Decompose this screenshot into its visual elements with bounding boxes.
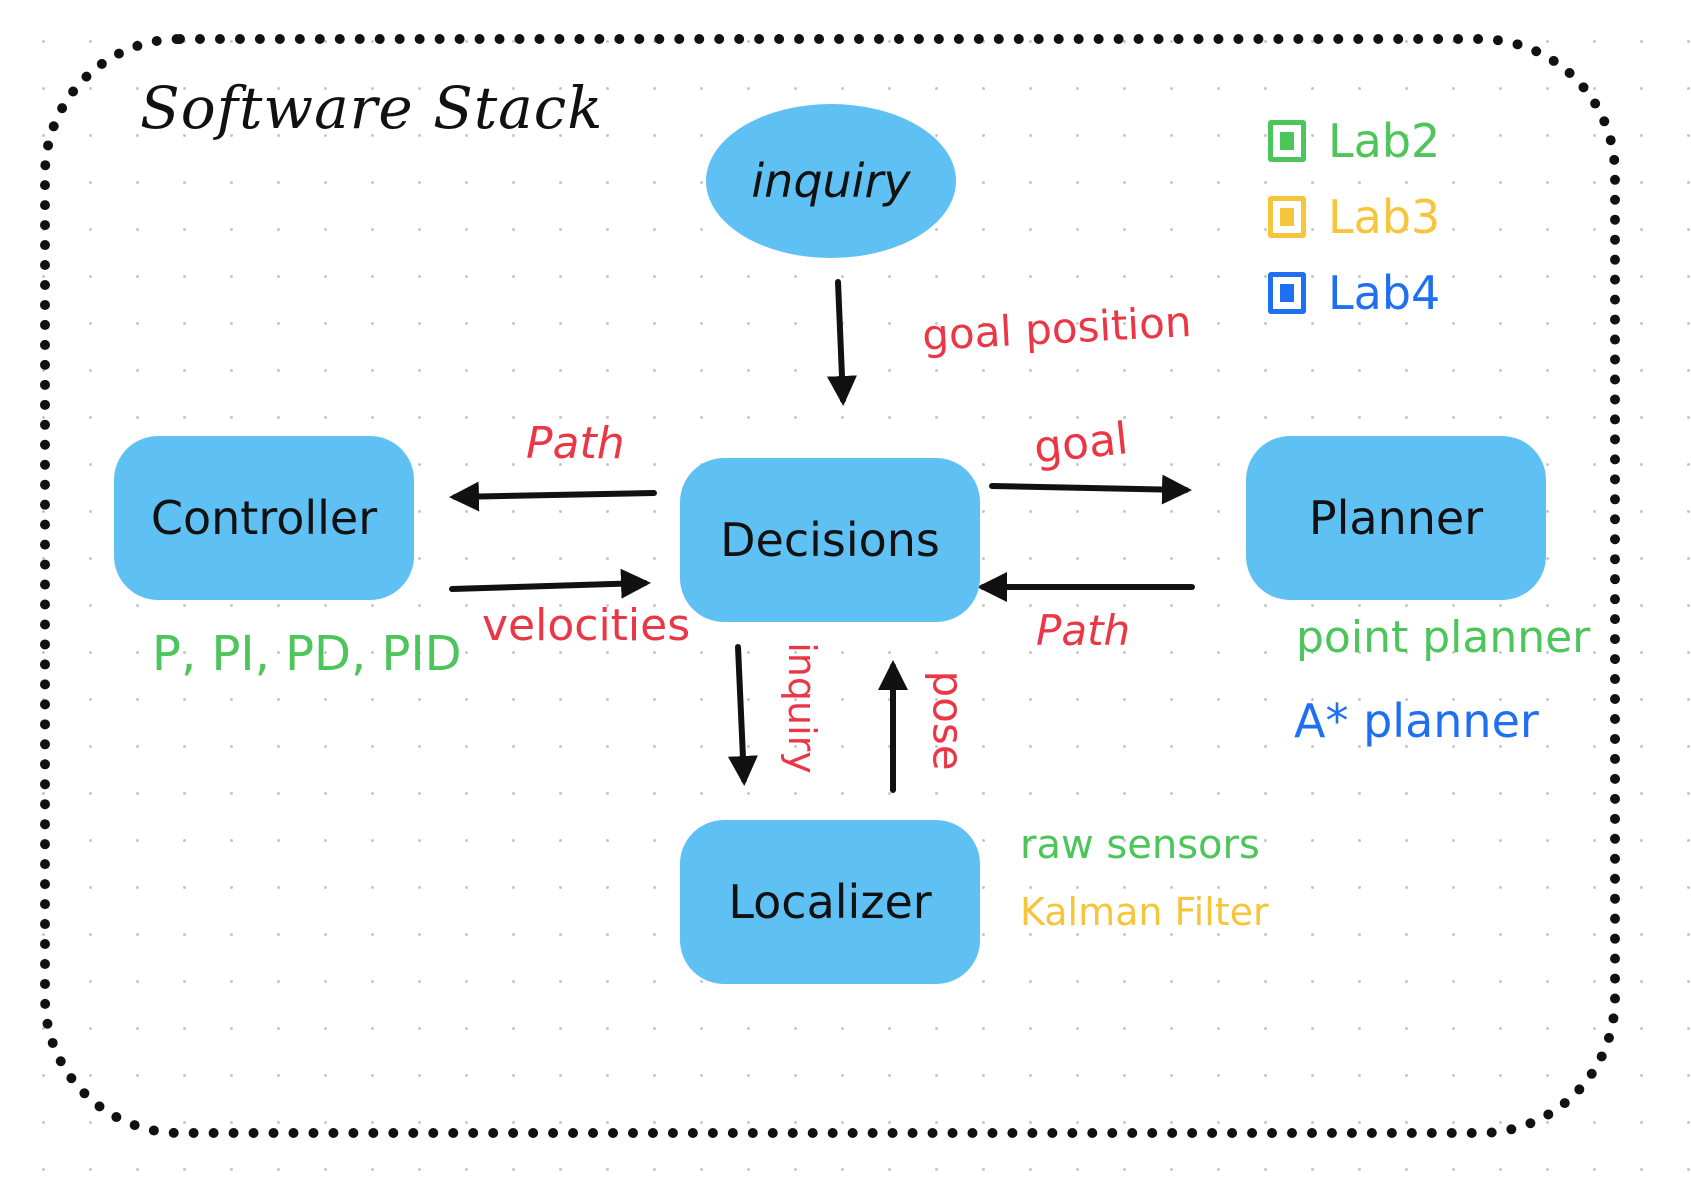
node-inquiry: inquiry — [706, 104, 956, 258]
annotation-a-star-planner: A* planner — [1294, 694, 1539, 748]
arrow-inquiry-to-decisions — [826, 279, 857, 406]
arrow-decisions-to-planner — [989, 474, 1192, 505]
legend-label-lab3: Lab3 — [1328, 190, 1441, 244]
annotation-point-planner: point planner — [1296, 612, 1591, 663]
node-planner: Planner — [1246, 436, 1546, 600]
legend-label-lab4: Lab4 — [1328, 266, 1441, 320]
legend-item-lab2: Lab2 — [1268, 114, 1440, 168]
node-planner-label: Planner — [1308, 491, 1484, 545]
arrow-decisions-to-localizer — [727, 644, 758, 786]
annotation-raw-sensors: raw sensors — [1020, 822, 1260, 868]
edge-label-inquiry-to-localizer: inquiry — [779, 642, 824, 774]
node-decisions: Decisions — [680, 458, 980, 622]
edge-label-velocities: velocities — [482, 600, 691, 651]
node-inquiry-label: inquiry — [751, 154, 911, 208]
edge-label-path-from-planner: Path — [1036, 606, 1131, 655]
legend-label-lab2: Lab2 — [1328, 114, 1441, 168]
arrow-decisions-to-controller — [449, 481, 657, 512]
edge-label-pose: pose — [923, 670, 973, 771]
annotation-controller-types: P, PI, PD, PID — [152, 626, 462, 682]
lab2-checkbox-icon — [1268, 120, 1306, 162]
arrow-controller-to-decisions — [449, 568, 651, 599]
diagram-title: Software Stack — [140, 74, 604, 142]
lab4-checkbox-icon — [1268, 272, 1306, 314]
legend-item-lab3: Lab3 — [1268, 190, 1440, 244]
node-controller: Controller — [114, 436, 414, 600]
lab3-checkbox-icon — [1268, 196, 1306, 238]
node-decisions-label: Decisions — [720, 513, 940, 567]
node-controller-label: Controller — [150, 491, 378, 545]
node-localizer: Localizer — [680, 820, 980, 984]
edge-label-path-to-controller: Path — [526, 418, 625, 469]
legend-item-lab4: Lab4 — [1268, 266, 1440, 320]
dotted-frame — [40, 34, 1620, 1138]
edge-label-goal-to-planner: goal — [1031, 413, 1131, 474]
node-localizer-label: Localizer — [728, 875, 932, 929]
annotation-kalman-filter: Kalman Filter — [1020, 890, 1269, 934]
